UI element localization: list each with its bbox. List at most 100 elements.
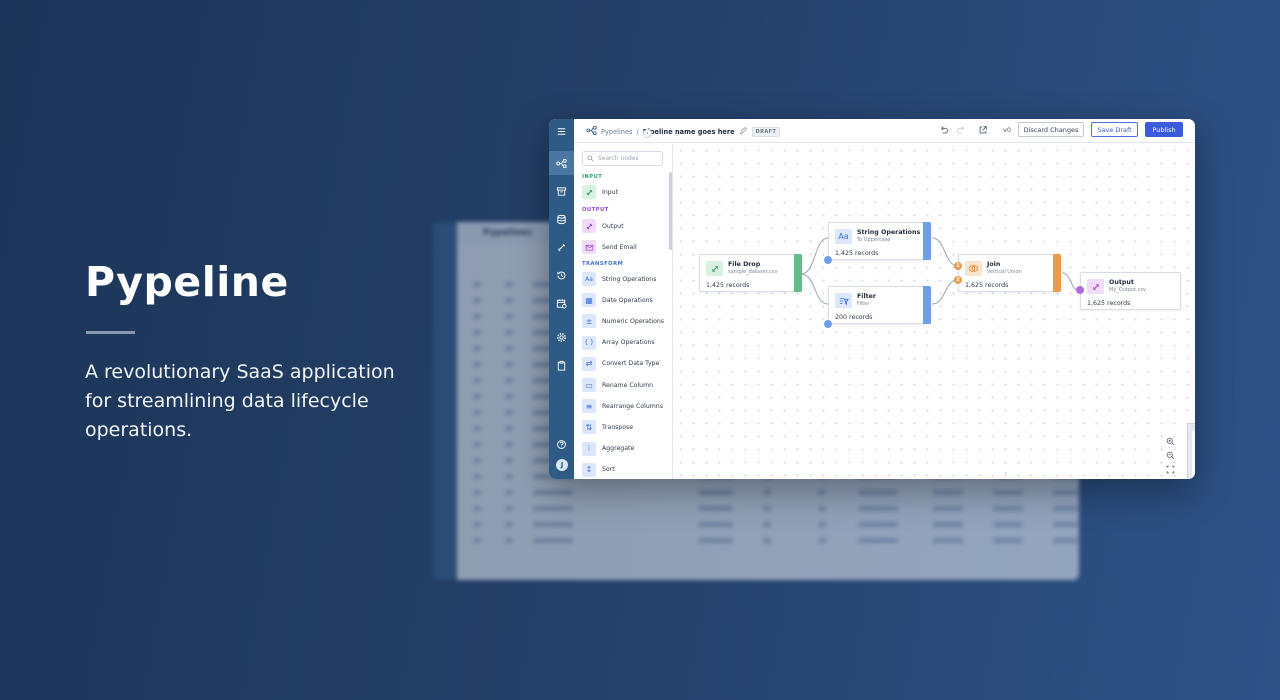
text-case-icon: Aa xyxy=(582,272,596,286)
archive-icon[interactable] xyxy=(549,179,574,203)
discard-changes-button[interactable]: Discard Changes xyxy=(1018,122,1084,137)
join-icon xyxy=(965,261,982,276)
redo-icon[interactable] xyxy=(955,124,967,136)
clipboard-icon[interactable] xyxy=(549,353,574,377)
node-record-count: 1,425 records xyxy=(835,250,879,257)
search-placeholder: Search nodes xyxy=(598,155,639,162)
history-icon[interactable] xyxy=(549,263,574,287)
help-icon[interactable] xyxy=(549,432,574,456)
schedule-icon[interactable] xyxy=(549,291,574,315)
minimap[interactable] xyxy=(1187,423,1195,479)
node-item-label: Rename Column xyxy=(602,381,654,389)
collapse-panel-icon[interactable]: ‹ xyxy=(643,129,652,138)
node-item-output[interactable]: Output xyxy=(582,218,666,234)
node-item-aggregate[interactable]: ⁝Aggregate xyxy=(582,441,666,457)
zoom-in-icon[interactable] xyxy=(1164,435,1177,447)
node-item-label: Transpose xyxy=(602,423,634,431)
node-string-operations[interactable]: Aa String Operations To Uppercase 1,425 … xyxy=(828,222,931,260)
node-record-count: 1,425 records xyxy=(706,282,750,289)
node-join[interactable]: Join Vertical Union 1,625 records xyxy=(958,254,1061,292)
fit-view-icon[interactable] xyxy=(1164,463,1177,475)
save-draft-button[interactable]: Save Draft xyxy=(1091,122,1138,137)
calendar-icon: ▦ xyxy=(582,293,596,308)
connector-icon[interactable] xyxy=(549,235,574,259)
node-item-label: Array Operations xyxy=(602,339,655,347)
hero-title: Pypeline xyxy=(85,258,289,306)
node-item-label: Aggregate xyxy=(602,445,635,453)
input-port[interactable] xyxy=(1076,286,1084,294)
text-case-icon: Aa xyxy=(835,229,852,244)
node-output-handle[interactable] xyxy=(923,286,931,324)
input-port[interactable] xyxy=(824,320,832,328)
rename-icon: ▭ xyxy=(582,378,596,392)
node-title: Filter xyxy=(857,293,877,300)
node-output[interactable]: Output My_Output.csv 1,625 records xyxy=(1080,272,1181,310)
node-item-date-operations[interactable]: ▦Date Operations xyxy=(582,292,666,308)
node-record-count: 1,625 records xyxy=(965,282,1009,289)
section-input: INPUT xyxy=(582,174,603,180)
pipeline-canvas[interactable]: File Drop sample_dataset.csv 1,425 recor… xyxy=(674,144,1195,479)
breadcrumb: Pypelines / Pipeline name goes here DRAF… xyxy=(586,125,781,138)
node-title: File Drop xyxy=(728,261,761,268)
node-item-convert-data-type[interactable]: ⇄Convert Data Type xyxy=(582,356,666,372)
zoom-out-icon[interactable] xyxy=(1164,449,1177,461)
layout-controls-icon[interactable] xyxy=(1164,477,1177,479)
node-item-label: Output xyxy=(602,222,624,230)
input-port[interactable] xyxy=(824,256,832,264)
edit-icon[interactable] xyxy=(739,126,748,137)
node-item-input[interactable]: Input xyxy=(582,184,666,200)
node-item-array-operations[interactable]: { }Array Operations xyxy=(582,335,666,351)
app-window: J Pypelines / Pipeline name goes here DR… xyxy=(549,119,1195,479)
avatar[interactable]: J xyxy=(556,459,568,471)
node-item-sort[interactable]: ↕ Sort xyxy=(582,462,666,478)
node-item-label: Convert Data Type xyxy=(602,360,660,368)
node-subtitle: To Uppercase xyxy=(857,237,891,243)
node-item-rename-column[interactable]: ▭ Rename Column xyxy=(582,377,666,393)
link-icon xyxy=(1087,279,1104,294)
node-item-label: Sort xyxy=(602,466,615,474)
minimap-viewport xyxy=(1192,431,1195,479)
pipeline-name[interactable]: Pipeline name goes here xyxy=(642,127,735,136)
pipelines-icon[interactable] xyxy=(549,151,574,175)
node-output-handle[interactable] xyxy=(1053,254,1061,292)
transpose-icon: ⇅ xyxy=(582,420,596,435)
background-row xyxy=(473,506,1078,512)
section-output: OUTPUT xyxy=(582,207,609,213)
node-title: Join xyxy=(987,261,1001,268)
search-input[interactable]: Search nodes xyxy=(582,151,663,166)
chevron-up-icon[interactable]: ⌃ xyxy=(1004,472,1009,478)
join-port-2[interactable]: 2 xyxy=(954,276,962,284)
node-output-handle[interactable] xyxy=(923,222,931,260)
node-record-count: 200 records xyxy=(835,314,873,321)
node-filter[interactable]: Filter Filter 200 records xyxy=(828,286,931,324)
node-item-label: Input xyxy=(602,188,619,196)
settings-icon[interactable] xyxy=(549,325,574,349)
hero-divider xyxy=(86,331,135,334)
node-item-transpose[interactable]: ⇅ Transpose xyxy=(582,419,666,435)
database-icon[interactable] xyxy=(549,207,574,231)
panel-scrollbar[interactable] xyxy=(669,172,672,250)
numeric-icon: ± xyxy=(582,314,596,329)
node-file-drop[interactable]: File Drop sample_dataset.csv 1,425 recor… xyxy=(699,254,802,292)
sort-icon: ↕ xyxy=(582,462,596,477)
publish-button[interactable]: Publish xyxy=(1145,122,1183,137)
node-output-handle[interactable] xyxy=(794,254,802,292)
status-badge: DRAFT xyxy=(751,126,781,137)
node-item-numeric-operations[interactable]: ±Numeric Operations xyxy=(582,313,666,329)
link-icon xyxy=(706,261,723,276)
node-item-rearrange-columns[interactable]: ≡Rearrange Columns xyxy=(582,398,666,414)
section-transform: TRANSFORM xyxy=(582,261,624,267)
background-row xyxy=(473,522,1078,528)
version-label: v0 xyxy=(1003,126,1011,134)
hero-subtitle: A revolutionary SaaS application for str… xyxy=(85,361,395,441)
background-row xyxy=(473,538,1078,544)
email-icon xyxy=(582,240,596,254)
menu-icon[interactable] xyxy=(549,119,574,143)
node-subtitle: Filter xyxy=(857,301,870,307)
open-external-icon[interactable] xyxy=(977,124,989,136)
undo-icon[interactable] xyxy=(938,124,950,136)
breadcrumb-root[interactable]: Pypelines xyxy=(601,127,633,136)
node-item-send-email[interactable]: Send Email xyxy=(582,239,666,255)
join-port-1[interactable]: 1 xyxy=(954,262,962,270)
